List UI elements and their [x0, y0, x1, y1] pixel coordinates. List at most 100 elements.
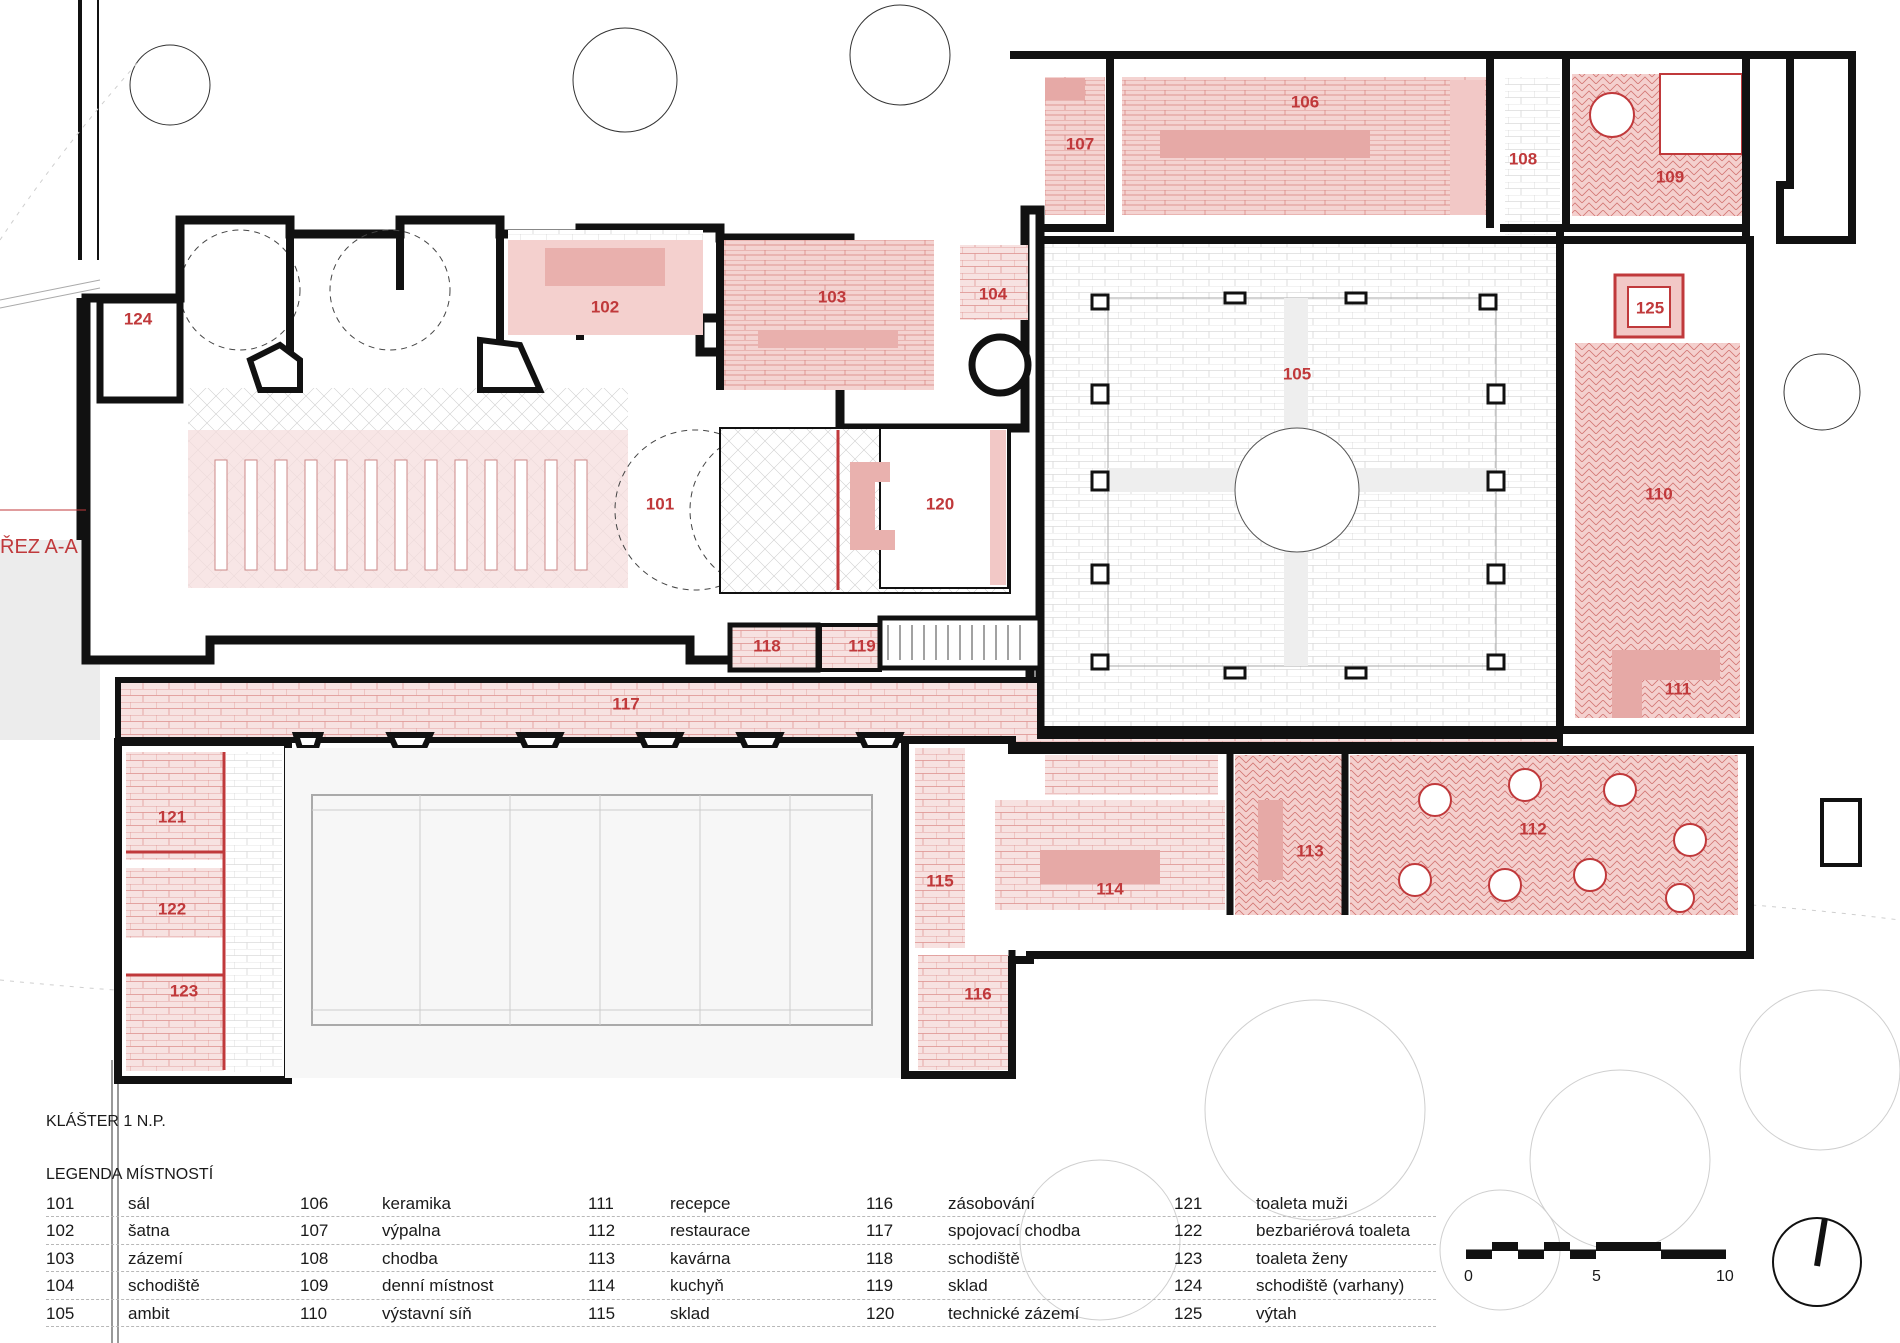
legend-name: bezbariérová toaleta: [1256, 1221, 1411, 1241]
room-legend: 101 sál 106 keramika 111 recepce 116 zás…: [46, 1190, 1436, 1327]
room-label-108: 108: [1509, 149, 1537, 168]
legend-name: spojovací chodba: [948, 1221, 1081, 1241]
section-marker: ŘEZ A-A: [0, 509, 86, 558]
legend-row: 102 šatna 107 výpalna 112 restaurace 117…: [46, 1217, 1436, 1245]
legend-row: 105 ambit 110 výstavní síň 115 sklad 120…: [46, 1300, 1436, 1327]
legend-name: kuchyň: [670, 1276, 724, 1296]
scale-tick: 10: [1716, 1268, 1734, 1285]
svg-text:ŘEZ A-A: ŘEZ A-A: [0, 535, 78, 558]
east-wing: [1556, 236, 1754, 734]
room-label-114: 114: [1096, 879, 1124, 898]
legend-name: recepce: [670, 1194, 731, 1213]
legend-name: zásobování: [948, 1194, 1035, 1213]
north-wing: [1010, 51, 1856, 244]
room-label-121: 121: [158, 807, 186, 826]
legend-number: 104: [46, 1276, 75, 1296]
legend-number: 123: [1174, 1248, 1203, 1268]
room-label-103: 103: [818, 287, 846, 306]
legend-number: 117: [866, 1221, 894, 1241]
legend-number: 115: [588, 1303, 616, 1323]
legend-name: sklad: [670, 1303, 710, 1323]
room-label-111: 111: [1665, 679, 1692, 698]
legend-name: sál: [128, 1194, 150, 1213]
legend-number: 113: [588, 1248, 616, 1268]
hall-101: [81, 205, 1045, 735]
legend-number: 106: [300, 1194, 329, 1213]
drawing-title: KLÁŠTER 1 N.P.: [46, 1113, 166, 1130]
legend-name: sklad: [948, 1276, 988, 1296]
room-label-104: 104: [979, 284, 1008, 303]
legend-number: 125: [1174, 1303, 1203, 1323]
room-label-118: 118: [753, 636, 780, 655]
legend-name: výpalna: [382, 1221, 441, 1241]
room-label-122: 122: [158, 899, 186, 918]
legend-name: schodiště: [128, 1276, 200, 1296]
legend-name: kavárna: [670, 1248, 731, 1268]
legend-name: schodiště (varhany): [1256, 1276, 1405, 1296]
south-wing: [901, 736, 1754, 1079]
legend-name: restaurace: [670, 1221, 751, 1241]
room-label-112: 112: [1519, 819, 1546, 838]
room-label-105: 105: [1283, 364, 1311, 383]
legend-number: 119: [866, 1276, 894, 1296]
legend-name: zázemí: [128, 1248, 183, 1268]
legend-name: ambit: [128, 1303, 170, 1323]
legend-number: 111: [588, 1194, 614, 1213]
legend-name: schodiště: [948, 1248, 1020, 1268]
scale-bar-graphic: [1466, 1242, 1726, 1259]
legend-number: 101: [46, 1194, 75, 1213]
room-label-109: 109: [1656, 167, 1684, 186]
room-label-115: 115: [926, 871, 953, 890]
room-label-117: 117: [612, 694, 639, 713]
room-label-116: 116: [964, 984, 991, 1003]
legend-number: 116: [866, 1194, 894, 1213]
room-label-124: 124: [124, 309, 153, 328]
legend-name: toaleta muži: [1256, 1194, 1348, 1213]
legend-heading: LEGENDA MÍSTNOSTÍ: [46, 1166, 214, 1183]
legend-name: výstavní síň: [382, 1303, 472, 1323]
courtyard: [285, 748, 905, 1078]
room-labels: 101 102 103 104 105 106 107 108 109 110 …: [124, 92, 1691, 1003]
legend-number: 109: [300, 1276, 329, 1296]
room-label-106: 106: [1291, 92, 1319, 111]
legend-number: 102: [46, 1221, 75, 1241]
north-arrow-icon: [1772, 1217, 1862, 1307]
legend-row: 103 zázemí 108 chodba 113 kavárna 118 sc…: [46, 1245, 1436, 1273]
legend-name: chodba: [382, 1248, 438, 1268]
legend-number: 120: [866, 1303, 895, 1323]
legend-number: 118: [866, 1248, 894, 1268]
room-label-125: 125: [1636, 298, 1664, 317]
legend-number: 107: [300, 1221, 329, 1241]
legend-name: denní místnost: [382, 1276, 494, 1296]
legend-number: 124: [1174, 1276, 1203, 1296]
legend-name: šatna: [128, 1221, 170, 1241]
scale-tick: 0: [1464, 1268, 1473, 1285]
legend-number: 112: [588, 1221, 616, 1241]
legend-number: 121: [1174, 1194, 1203, 1213]
toilets: [114, 738, 292, 1084]
legend-number: 108: [300, 1248, 329, 1268]
room-label-123: 123: [170, 981, 198, 1000]
legend-row: 101 sál 106 keramika 111 recepce 116 zás…: [46, 1190, 1436, 1218]
legend-number: 105: [46, 1303, 75, 1323]
legend-number: 114: [588, 1276, 616, 1296]
legend-name: toaleta ženy: [1256, 1248, 1348, 1268]
legend-name: výtah: [1256, 1303, 1297, 1323]
scale-bar: 0 5 10: [1464, 1238, 1734, 1298]
room-label-102: 102: [591, 297, 619, 316]
cloister: [1036, 236, 1564, 734]
legend-number: 110: [300, 1303, 328, 1323]
east-entrance: [1820, 798, 1862, 867]
room-label-119: 119: [848, 636, 875, 655]
room-label-110: 110: [1645, 484, 1672, 503]
legend-row: 104 schodiště 109 denní místnost 114 kuc…: [46, 1272, 1436, 1300]
legend-name: keramika: [382, 1194, 451, 1213]
legend-number: 103: [46, 1248, 75, 1268]
legend-name: technické zázemí: [948, 1303, 1080, 1323]
upper-rooms: [76, 230, 1032, 540]
room-label-113: 113: [1296, 841, 1323, 860]
room-label-101: 101: [646, 494, 674, 513]
room-label-120: 120: [926, 494, 954, 513]
scale-tick: 5: [1592, 1268, 1601, 1285]
